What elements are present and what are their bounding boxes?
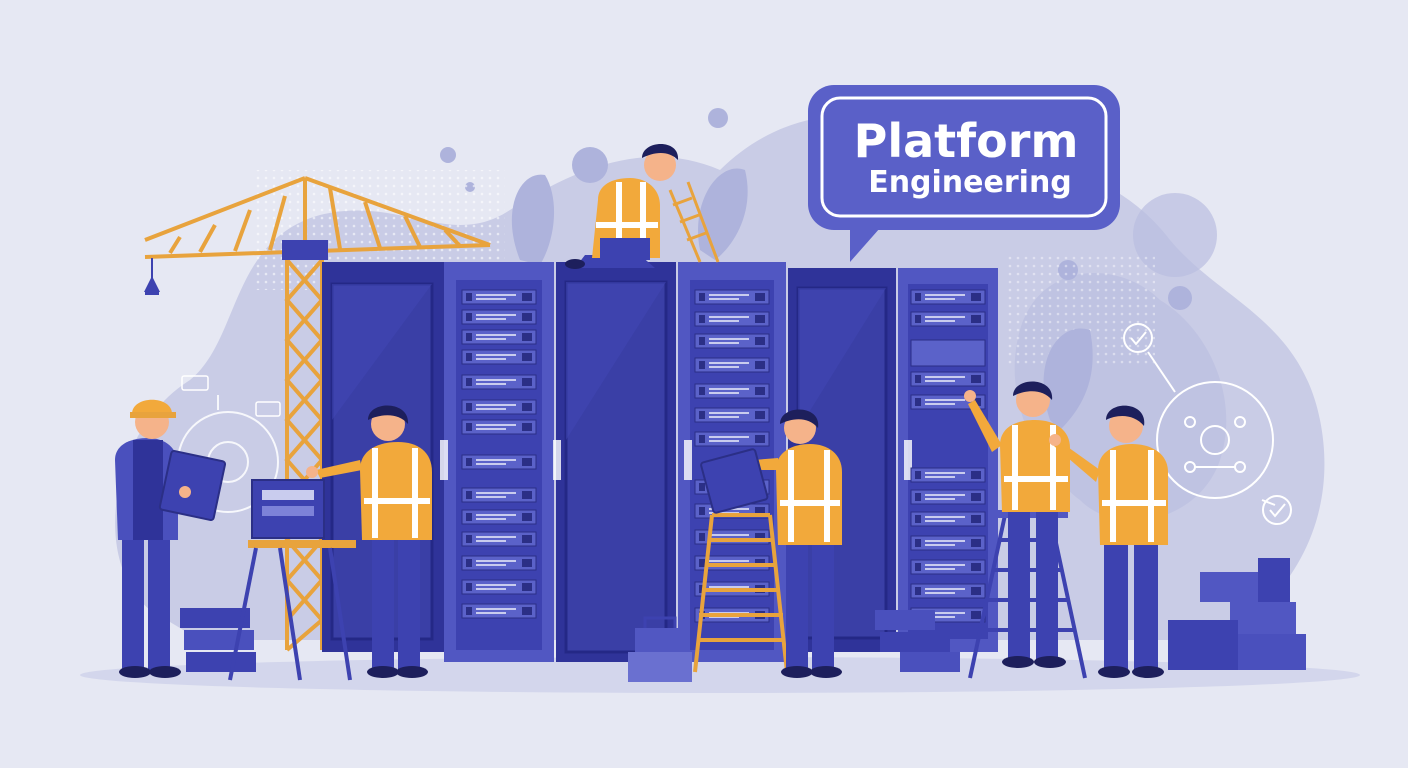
lamp-icon: [144, 258, 160, 295]
worker-vest-center: [700, 409, 842, 678]
ladder-top: [668, 181, 720, 263]
equipment-stack-right: [875, 558, 1306, 672]
equipment-stack-left: [180, 608, 256, 672]
check-icon: [1123, 323, 1153, 353]
worker-vest-1: [306, 405, 432, 678]
badge-subtitle: Engineering: [868, 165, 1072, 200]
badge-title: Platform: [854, 114, 1079, 168]
hologram-circle-right: [1147, 351, 1276, 506]
toolbox: [628, 616, 692, 682]
chat-icon: [181, 375, 281, 417]
network-node-icon: [1184, 416, 1246, 473]
ladder-center: [693, 513, 789, 673]
crane-cab: [282, 240, 328, 260]
check-icon-2: [1262, 495, 1292, 525]
worker-engineer-left: [115, 399, 227, 678]
workbench-left: [228, 479, 356, 681]
worker-vest-right-2: [1049, 405, 1168, 678]
platform-engineering-badge: Platform Engineering: [808, 85, 1120, 262]
worker-vest-top: [565, 144, 679, 269]
